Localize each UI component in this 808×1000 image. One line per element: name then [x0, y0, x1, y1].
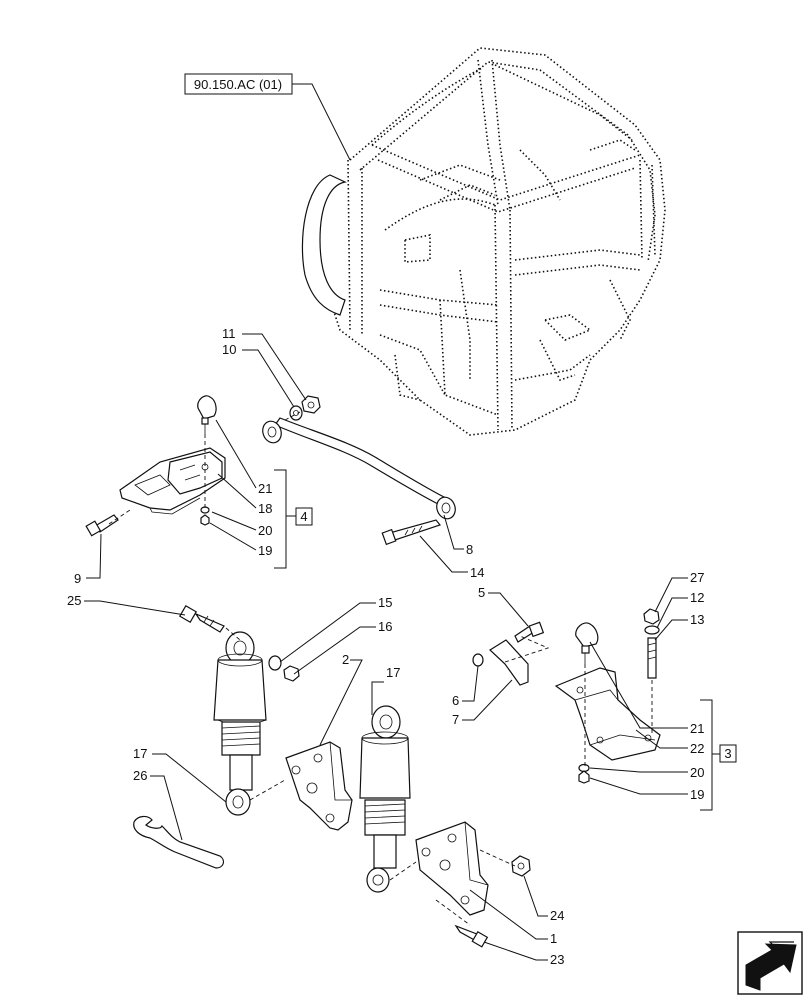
callout-19-left[interactable]: 19	[258, 543, 272, 558]
rubber-buffer-left	[197, 395, 217, 434]
nut-19-left	[200, 514, 210, 526]
cab-frame	[301, 47, 666, 436]
callout-20-left[interactable]: 20	[258, 523, 272, 538]
callout-5[interactable]: 5	[478, 585, 485, 600]
callout-21-right[interactable]: 21	[690, 721, 704, 736]
callout-19-right[interactable]: 19	[690, 787, 704, 802]
group-ref-4-text: 4	[300, 509, 307, 524]
reference-label[interactable]: 90.150.AC (01)	[184, 73, 293, 95]
leader-lines	[84, 333, 720, 961]
callout-22[interactable]: 22	[690, 741, 704, 756]
arrow-icon[interactable]	[737, 931, 803, 995]
washer-6	[472, 653, 484, 667]
bolt-25	[178, 604, 225, 633]
shock-absorber-left	[213, 631, 267, 816]
group-ref-3-text: 3	[724, 746, 731, 761]
nut-11	[301, 395, 321, 414]
bolt-5	[514, 621, 545, 643]
nut-19-right	[578, 770, 590, 784]
callout-27[interactable]: 27	[690, 570, 704, 585]
washer-12	[644, 625, 660, 635]
washer-10	[289, 405, 303, 421]
callouts: 11 10 21 18 20 19 9 8 14 25 15 16 2 17 1…	[67, 326, 704, 967]
shock-absorber-center	[359, 705, 411, 893]
callout-14[interactable]: 14	[470, 565, 484, 580]
callout-16[interactable]: 16	[378, 619, 392, 634]
callout-10[interactable]: 10	[222, 342, 236, 357]
callout-26[interactable]: 26	[133, 768, 147, 783]
bracket-22	[554, 667, 661, 761]
group-ref-3[interactable]: 3	[719, 744, 737, 763]
link-rod	[262, 417, 456, 520]
spanner-26	[133, 815, 225, 869]
callout-9[interactable]: 9	[74, 571, 81, 586]
callout-7[interactable]: 7	[452, 712, 459, 727]
group-ref-4[interactable]: 4	[295, 507, 313, 526]
callout-20-right[interactable]: 20	[690, 765, 704, 780]
bolt-23	[454, 924, 489, 948]
bracket-2	[285, 741, 353, 831]
callout-25[interactable]: 25	[67, 593, 81, 608]
callout-23[interactable]: 23	[550, 952, 564, 967]
bracket-1	[415, 821, 489, 916]
callout-11[interactable]: 11	[222, 326, 236, 341]
callout-21-left[interactable]: 21	[258, 481, 272, 496]
bolt-9	[85, 514, 119, 537]
callout-17-center[interactable]: 17	[386, 665, 400, 680]
nut-16	[283, 665, 300, 682]
reference-label-text: 90.150.AC (01)	[194, 77, 282, 92]
bolt-14	[381, 519, 442, 546]
nut-27	[643, 608, 660, 625]
callout-2[interactable]: 2	[342, 652, 349, 667]
callout-8[interactable]: 8	[466, 542, 473, 557]
assembly-lines	[108, 411, 653, 926]
callout-6[interactable]: 6	[452, 693, 459, 708]
callout-12[interactable]: 12	[690, 590, 704, 605]
left-bracket	[119, 447, 226, 515]
callout-15[interactable]: 15	[378, 595, 392, 610]
callout-17-left[interactable]: 17	[133, 746, 147, 761]
rubber-buffer-right	[575, 622, 599, 664]
callout-13[interactable]: 13	[690, 612, 704, 627]
reference-leader	[292, 83, 351, 161]
washer-15	[268, 655, 282, 671]
nut-24	[511, 855, 531, 877]
callout-1[interactable]: 1	[550, 931, 557, 946]
plate-7	[489, 639, 529, 686]
bolt-13	[647, 637, 657, 679]
callout-18[interactable]: 18	[258, 501, 272, 516]
callout-24[interactable]: 24	[550, 908, 564, 923]
